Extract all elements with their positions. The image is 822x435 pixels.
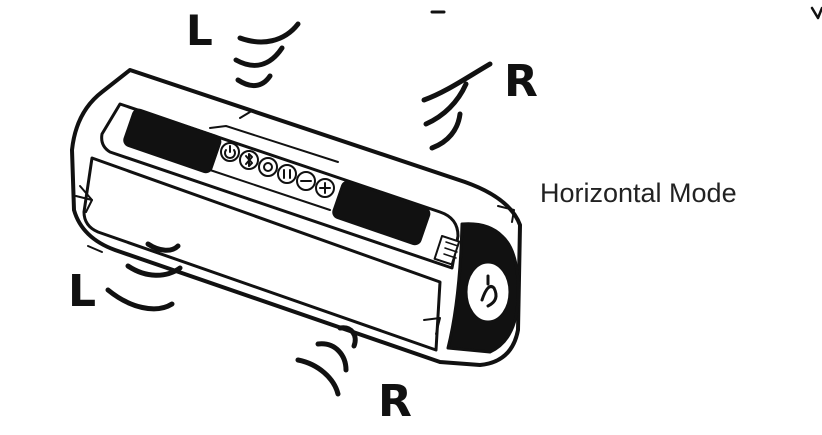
channel-label-bottom-right: R xyxy=(378,376,412,427)
side-logo-disc xyxy=(467,263,509,321)
volume-down-icon xyxy=(296,171,316,191)
channel-label-top-left: L xyxy=(186,6,213,55)
speaker-top-face xyxy=(100,102,460,270)
top-frame-lines xyxy=(209,111,339,211)
speaker-body xyxy=(70,68,522,367)
speaker-front-face xyxy=(82,156,442,352)
power-icon xyxy=(220,142,240,162)
play-pause-icon xyxy=(277,164,297,184)
sound-waves-bottom-left xyxy=(105,241,183,312)
side-badge-lines xyxy=(443,241,459,259)
channel-label-top-right: R xyxy=(504,56,538,107)
speaker-front-rim xyxy=(79,185,103,253)
bluetooth-icon xyxy=(239,150,259,170)
mode-caption: Horizontal Mode xyxy=(540,178,737,208)
side-badge xyxy=(433,235,461,266)
sound-waves-top-left xyxy=(233,21,301,88)
edge-mark-corner xyxy=(810,6,822,20)
mode-icon xyxy=(258,157,278,177)
sound-waves-bottom-right xyxy=(295,325,358,397)
brand-logo-icon xyxy=(480,274,498,308)
top-grille-right xyxy=(332,180,431,246)
volume-up-icon xyxy=(315,178,335,198)
top-grille-left xyxy=(123,108,222,174)
corner-tab-front xyxy=(423,317,441,335)
corner-tab-left xyxy=(75,195,93,213)
channel-label-bottom-left: L xyxy=(68,266,97,317)
sound-waves-top-right xyxy=(421,61,493,151)
corner-tab-right xyxy=(497,205,515,223)
control-buttons xyxy=(220,142,335,198)
